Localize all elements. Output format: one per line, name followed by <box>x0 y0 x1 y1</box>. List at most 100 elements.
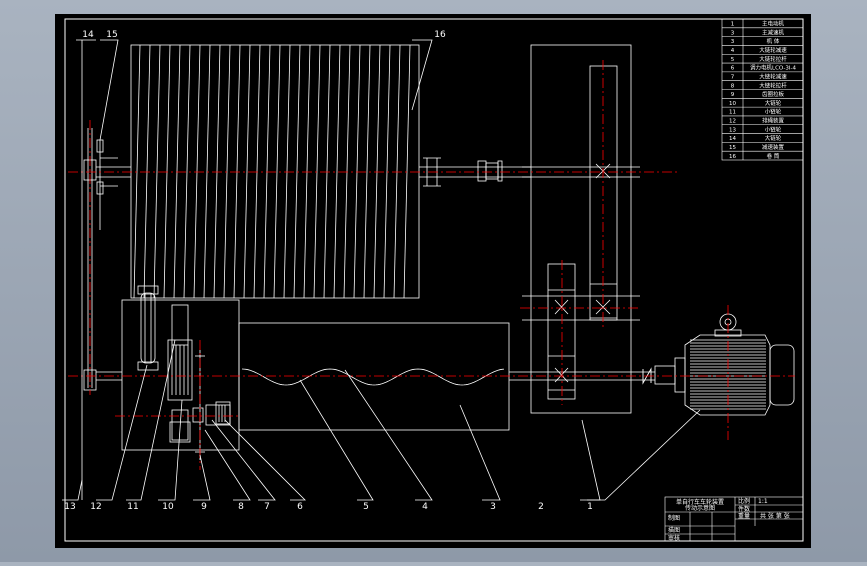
rope-winding <box>203 44 211 299</box>
part-label: 12 <box>90 502 101 512</box>
parts-row-number: 5 <box>731 57 735 63</box>
screw-groove <box>241 368 505 386</box>
parts-row-name: 齿圈拉板 <box>762 90 785 98</box>
parts-row-number: 9 <box>731 92 735 98</box>
drum-16 <box>130 44 420 299</box>
rope-winding <box>263 44 271 299</box>
parts-row-name: 小链轮 <box>765 108 782 116</box>
part-label: 10 <box>162 502 174 512</box>
checked-label: 描图 <box>668 526 680 534</box>
parts-row-number: 3 <box>731 39 735 45</box>
centerlines <box>68 60 795 470</box>
sheet-label: 件数 <box>738 505 750 513</box>
rope-winding <box>253 44 261 299</box>
part-label: 7 <box>264 502 270 512</box>
parts-row-number: 14 <box>729 136 736 142</box>
main-motor-1 <box>654 313 795 416</box>
parts-row-number: 10 <box>729 101 736 107</box>
rope-winding <box>393 44 401 299</box>
parts-row-name: 大链轮拉杆 <box>759 55 787 63</box>
paper <box>55 14 811 548</box>
part-label: 16 <box>434 30 446 40</box>
material-label: 共 张 第 张 <box>760 512 790 520</box>
part-label: 13 <box>64 502 75 512</box>
drawn-label: 制图 <box>668 514 680 522</box>
parts-list-text: 1 主电动机 3 主减速机 3 机 体 4 大链轮减速 5 大链轮拉杆 6 调力电机LCO-3I-4 7… <box>729 20 796 160</box>
rope-winding <box>293 44 301 299</box>
rope-winding <box>153 44 161 299</box>
rope-winding <box>363 44 371 299</box>
title-block-text: 单自行车车轮装置 传动示意图 比例 1:1 件数 重量 共 张 第 张 制图 描… <box>668 497 790 542</box>
rope-winding <box>183 44 191 299</box>
approved-label: 审核 <box>668 534 680 542</box>
title-line-1: 单自行车车轮装置 <box>676 498 724 506</box>
rope-winding <box>313 44 321 299</box>
parts-list-table <box>721 18 804 161</box>
guide-roller-12 <box>137 285 159 371</box>
parts-row-name: 减速装置 <box>762 143 785 151</box>
rope-winding <box>173 44 181 299</box>
part-label: 6 <box>297 502 303 512</box>
parts-row-name: 大链轮减速 <box>759 46 787 54</box>
parts-row-number: 7 <box>731 74 735 80</box>
rope-winding <box>303 44 311 299</box>
parts-row-number: 11 <box>729 110 736 116</box>
lower-housing <box>96 299 510 451</box>
rope-winding <box>213 44 221 299</box>
rope-winding <box>133 44 141 299</box>
parts-row-name: 大链轮 <box>765 99 782 107</box>
rope-winding <box>383 44 391 299</box>
rope-winding <box>143 44 151 299</box>
leader-lines <box>62 39 701 501</box>
parts-row-number: 16 <box>729 154 736 160</box>
part-label: 4 <box>422 502 428 512</box>
parts-row-number: 8 <box>731 83 735 89</box>
part-labels: 1 2 3 4 5 6 7 8 9 10 11 12 13 14 15 16 <box>64 30 593 512</box>
parts-row-number: 3 <box>731 30 735 36</box>
parts-row-name: 调力电机LCO-3I-4 <box>750 64 796 72</box>
parts-row-number: 1 <box>731 22 735 28</box>
parts-row-name: 机 体 <box>767 37 780 45</box>
rope-winding <box>403 44 411 299</box>
scale-value: 1:1 <box>758 498 768 505</box>
parts-row-number: 4 <box>731 48 735 54</box>
parts-row-number: 12 <box>729 119 736 125</box>
parts-row-name: 小链轮 <box>765 125 782 133</box>
rope-winding <box>243 44 251 299</box>
part-label: 14 <box>82 30 94 40</box>
part-label: 15 <box>106 30 117 40</box>
rope-winding <box>163 44 171 299</box>
parts-row-name: 大链轮减速 <box>759 72 787 80</box>
parts-row-name: 排绳装置 <box>762 117 785 125</box>
regulating-motor-6 <box>192 350 231 460</box>
parts-row-name: 大链轮拉杆 <box>759 81 787 89</box>
title-block <box>664 496 804 542</box>
part-label: 1 <box>587 502 593 512</box>
weight-label: 重量 <box>738 512 750 520</box>
parts-row-number: 15 <box>729 145 736 151</box>
rope-winding <box>223 44 231 299</box>
parts-row-name: 主减速机 <box>762 28 785 36</box>
main-reducer-2 <box>509 44 655 414</box>
part-label: 11 <box>127 502 138 512</box>
drum-shaft <box>96 157 531 187</box>
parts-row-number: 13 <box>729 127 736 133</box>
border-frame <box>64 18 804 542</box>
rope-winding <box>233 44 241 299</box>
part-label: 8 <box>238 502 244 512</box>
parts-row-number: 6 <box>731 66 735 72</box>
title-line-2: 传动示意图 <box>685 504 715 512</box>
part-label: 2 <box>538 502 544 512</box>
parts-row-name: 大链轮 <box>765 134 782 142</box>
rope-winding <box>373 44 381 299</box>
rope-winding <box>353 44 361 299</box>
parts-row-name: 主电动机 <box>762 20 785 28</box>
rope-winding <box>283 44 291 299</box>
rope-winding <box>333 44 341 299</box>
rope-winding <box>193 44 201 299</box>
rope-winding <box>343 44 351 299</box>
rope-winding <box>323 44 331 299</box>
scale-label: 比例 <box>738 497 750 505</box>
